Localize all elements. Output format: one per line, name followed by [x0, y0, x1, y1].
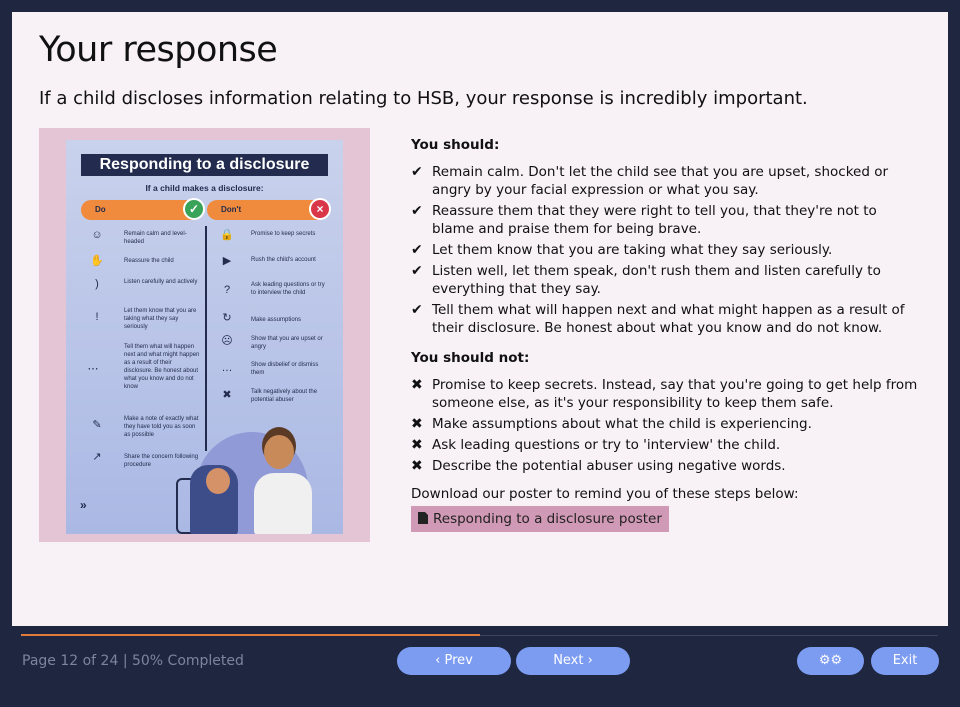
- notepad-icon: ✎: [92, 419, 102, 431]
- cross-icon: ✖: [411, 416, 423, 432]
- should-heading: You should:: [411, 137, 500, 153]
- list-item: ✖Make assumptions about what the child i…: [411, 416, 812, 432]
- upset-person-icon: ☹: [221, 335, 233, 347]
- poster-dont-header: Don't ×: [207, 198, 331, 220]
- list-item: ✔Listen well, let them speak, don't rush…: [411, 263, 881, 297]
- response-guidance: You should: ✔Remain calm. Don't let the …: [411, 137, 921, 532]
- poster-dont-label: Don't: [221, 205, 242, 214]
- poster-do-label: Do: [95, 205, 106, 214]
- intro-text: If a child discloses information relatin…: [39, 88, 808, 109]
- poster-image: Responding to a disclosure If a child ma…: [39, 128, 370, 542]
- should-list: ✔Remain calm. Don't let the child see th…: [411, 163, 921, 337]
- adult-head-illustration: [264, 435, 294, 469]
- gears-icon: ⚙⚙: [818, 653, 843, 668]
- hand-icon: ✋: [90, 255, 104, 267]
- list-item: ✖Promise to keep secrets. Instead, say t…: [411, 377, 918, 411]
- cross-badge-icon: ×: [309, 198, 331, 220]
- poster-dont-item: Promise to keep secrets: [251, 231, 316, 237]
- list-item: ✖Ask leading questions or try to 'interv…: [411, 437, 781, 453]
- shouldnot-heading: You should not:: [411, 350, 530, 366]
- checkmark-icon: ✔: [411, 302, 423, 318]
- lock-icon: 🔒: [220, 229, 234, 241]
- settings-button[interactable]: ⚙⚙: [797, 647, 864, 675]
- exit-button[interactable]: Exit: [871, 647, 939, 675]
- share-icon: ↗: [92, 451, 102, 463]
- download-poster-button[interactable]: Responding to a disclosure poster: [411, 506, 669, 532]
- list-item: ✖Describe the potential abuser using neg…: [411, 458, 786, 474]
- path-icon: ⋯: [87, 363, 99, 375]
- cross-icon: ✖: [411, 377, 423, 393]
- poster-dont-item: Ask leading questions or try to intervie…: [251, 282, 325, 296]
- poster: Responding to a disclosure If a child ma…: [66, 140, 343, 534]
- exclamation-icon: !: [95, 311, 99, 323]
- poster-title: Responding to a disclosure: [81, 154, 328, 176]
- checkmark-icon: ✔: [411, 203, 423, 219]
- list-item: ✔Remain calm. Don't let the child see th…: [411, 164, 889, 198]
- list-item: ✔Reassure them that they were right to t…: [411, 203, 877, 237]
- person-icon: ☺: [91, 229, 103, 241]
- poster-logo: »: [80, 499, 87, 511]
- poster-do-item: Make a note of exactly what they have to…: [124, 416, 199, 438]
- poster-do-item: Remain calm and level-headed: [124, 231, 187, 245]
- ear-icon: ): [95, 278, 99, 290]
- poster-subtitle: If a child makes a disclosure:: [145, 183, 264, 193]
- checkmark-icon: ✔: [411, 263, 423, 279]
- download-text: Download our poster to remind you of the…: [411, 486, 799, 502]
- prev-button[interactable]: ‹ Prev: [397, 647, 511, 675]
- poster-dont-item: Show that you are upset or angry: [251, 336, 323, 350]
- logo-chevron-icon: »: [80, 498, 87, 512]
- shouldnot-list: ✖Promise to keep secrets. Instead, say t…: [411, 376, 921, 475]
- child-head-illustration: [206, 468, 230, 494]
- page-title: Your response: [39, 30, 278, 70]
- check-badge-icon: ✓: [183, 198, 205, 220]
- poster-dont-item: Make assumptions: [251, 317, 302, 323]
- next-button[interactable]: Next ›: [516, 647, 630, 675]
- fast-forward-icon: ▶: [222, 255, 232, 267]
- progress-bar: [21, 634, 480, 636]
- poster-divider: [205, 226, 207, 451]
- poster-dont-item: Rush the child's account: [251, 257, 316, 263]
- poster-dont-item: Talk negatively about the potential abus…: [251, 389, 318, 403]
- list-item: ✔Let them know that you are taking what …: [411, 242, 833, 258]
- speech-bubble-icon: …: [221, 362, 233, 374]
- poster-do-item: Reassure the child: [124, 258, 174, 264]
- page-info: Page 12 of 24 | 50% Completed: [22, 653, 244, 669]
- checkmark-icon: ✔: [411, 164, 423, 180]
- poster-dont-item: Show disbelief or dismiss them: [251, 362, 319, 376]
- poster-do-item: Tell them what will happen next and what…: [124, 344, 200, 390]
- cross-icon: ✖: [411, 437, 423, 453]
- adult-illustration: [254, 473, 312, 534]
- question-icon: ?: [223, 284, 231, 296]
- pdf-file-icon: [418, 512, 428, 524]
- poster-do-item: Share the concern following procedure: [124, 454, 199, 468]
- negative-talk-icon: ✖: [222, 389, 232, 401]
- poster-do-item: Listen carefully and actively: [124, 279, 198, 285]
- assumption-icon: ↻: [222, 312, 232, 324]
- poster-do-item: Let them know that you are taking what t…: [124, 308, 197, 330]
- cross-icon: ✖: [411, 458, 423, 474]
- list-item: ✔Tell them what will happen next and wha…: [411, 302, 905, 336]
- checkmark-icon: ✔: [411, 242, 423, 258]
- poster-do-header: Do ✓: [81, 198, 205, 220]
